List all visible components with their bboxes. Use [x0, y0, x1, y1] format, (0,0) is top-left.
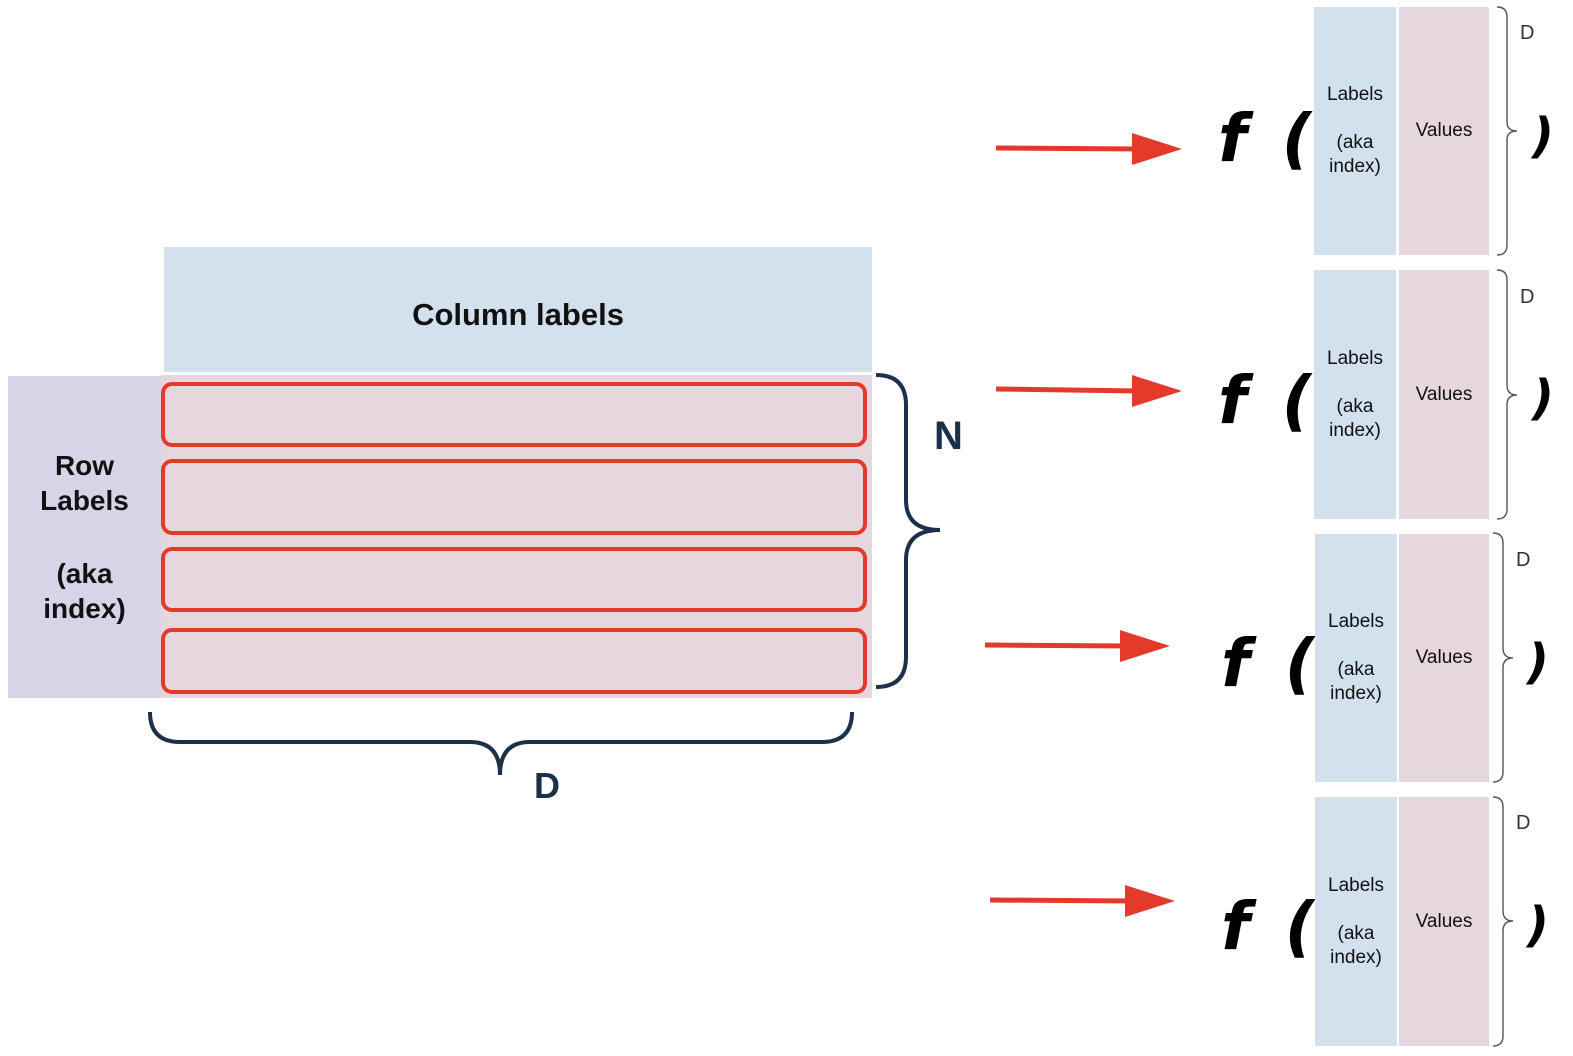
highlighted-row — [161, 382, 867, 447]
function-f: f ( — [1218, 100, 1318, 177]
d-brace-small — [1496, 269, 1518, 520]
d-label-small: D — [1520, 286, 1535, 308]
series-labels-text: index) — [1329, 419, 1381, 441]
series-labels-text: index) — [1330, 683, 1382, 704]
row-labels-block: Row Labels (aka index) — [8, 376, 161, 698]
series-labels-text: index) — [1329, 156, 1381, 177]
d-label-small: D — [1516, 812, 1531, 834]
highlighted-row — [161, 628, 867, 694]
series-labels-text: index) — [1330, 946, 1382, 968]
column-labels-block: Column labels — [164, 247, 872, 372]
series-labels: Labels (aka index) — [1314, 270, 1396, 519]
series-values-text: Values — [1415, 383, 1473, 405]
d-brace-small — [1492, 796, 1514, 1047]
series-values-text: Values — [1415, 120, 1473, 141]
highlighted-row — [161, 459, 867, 535]
arrow — [995, 375, 1182, 407]
series-values: Values — [1399, 797, 1489, 1046]
series-values: Values — [1399, 534, 1489, 782]
series-labels-text: (aka — [1336, 395, 1374, 417]
series-labels-text: Labels — [1327, 84, 1383, 105]
series-values: Values — [1399, 7, 1489, 255]
d-label-small: D — [1520, 22, 1535, 44]
close-paren: ) — [1532, 108, 1554, 164]
series-labels-text: (aka — [1337, 922, 1375, 944]
function-f: f ( — [1221, 888, 1321, 965]
series-labels-text: Labels — [1328, 874, 1384, 896]
arrow — [995, 133, 1182, 165]
n-label: N — [934, 414, 963, 458]
function-f: f ( — [1218, 362, 1318, 439]
arrow — [989, 885, 1175, 917]
series-labels: Labels (aka index) — [1314, 7, 1396, 255]
d-label-small: D — [1516, 549, 1531, 571]
close-paren: ) — [1527, 634, 1549, 690]
d-brace — [148, 711, 854, 776]
d-brace-small — [1492, 532, 1514, 783]
function-f: f ( — [1221, 625, 1321, 702]
values-area — [161, 375, 872, 698]
series-labels: Labels (aka index) — [1315, 534, 1397, 782]
d-brace-small — [1496, 6, 1518, 256]
row-labels-line: Labels — [40, 485, 129, 516]
series-labels-text: (aka — [1336, 132, 1374, 153]
series-values-text: Values — [1415, 910, 1473, 932]
arrow — [984, 630, 1170, 662]
row-labels-line: Row — [54, 450, 115, 481]
series-labels-text: (aka — [1337, 659, 1375, 680]
close-paren: ) — [1527, 897, 1549, 953]
series-labels-text: Labels — [1328, 611, 1384, 632]
row-labels-line: (aka — [56, 558, 113, 589]
series-values-text: Values — [1415, 647, 1473, 668]
series-values: Values — [1399, 270, 1489, 519]
n-brace — [875, 373, 941, 689]
close-paren: ) — [1532, 370, 1554, 426]
row-labels-line: index) — [43, 593, 126, 624]
series-labels-text: Labels — [1327, 347, 1383, 369]
series-labels: Labels (aka index) — [1315, 797, 1397, 1046]
column-labels-text: Column labels — [412, 296, 624, 332]
d-label: D — [534, 765, 560, 806]
highlighted-row — [161, 547, 867, 612]
